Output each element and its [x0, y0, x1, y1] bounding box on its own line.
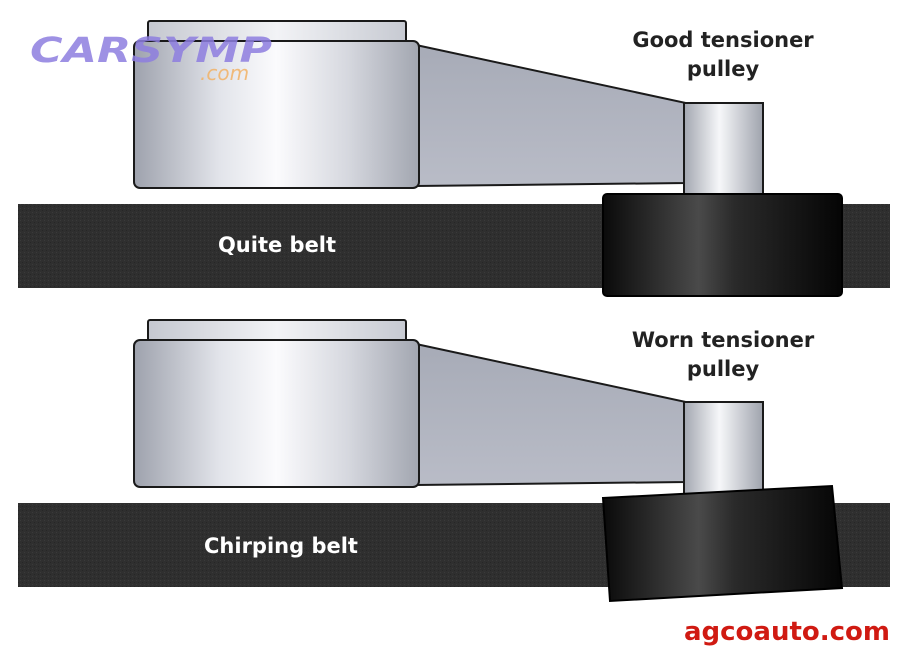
pulley-shaft-good [683, 102, 764, 196]
tensioner-arm-good [415, 43, 687, 188]
bracket-cap-worn [147, 319, 407, 343]
credit-text: agcoauto.com [684, 617, 890, 647]
pulley-shaft-worn [683, 401, 764, 497]
pulley-roller-worn-tilted [601, 484, 844, 603]
carsymp-watermark: CARSYMP .com [30, 31, 272, 85]
tensioner-label-line1-worn: Worn tensioner [632, 328, 815, 352]
belt-label-good: Quite belt [218, 233, 336, 257]
bracket-body-good [133, 40, 420, 189]
tensioner-label-line2-good: pulley [687, 57, 760, 81]
tensioner-label-line2-worn: pulley [687, 357, 760, 381]
panel-worn: Worn tensioner pulley Chirping belt [18, 319, 890, 603]
pulley-roller-good [602, 193, 843, 297]
watermark-brand: CARSYMP [30, 31, 272, 71]
belt-label-worn: Chirping belt [204, 534, 358, 558]
tensioner-arm-worn [415, 342, 687, 487]
bracket-body-worn [133, 339, 420, 488]
panel-good: Good tensioner pulley Quite belt [18, 20, 890, 297]
tensioner-label-line1-good: Good tensioner [632, 28, 814, 52]
watermark-suffix: .com [200, 61, 249, 85]
